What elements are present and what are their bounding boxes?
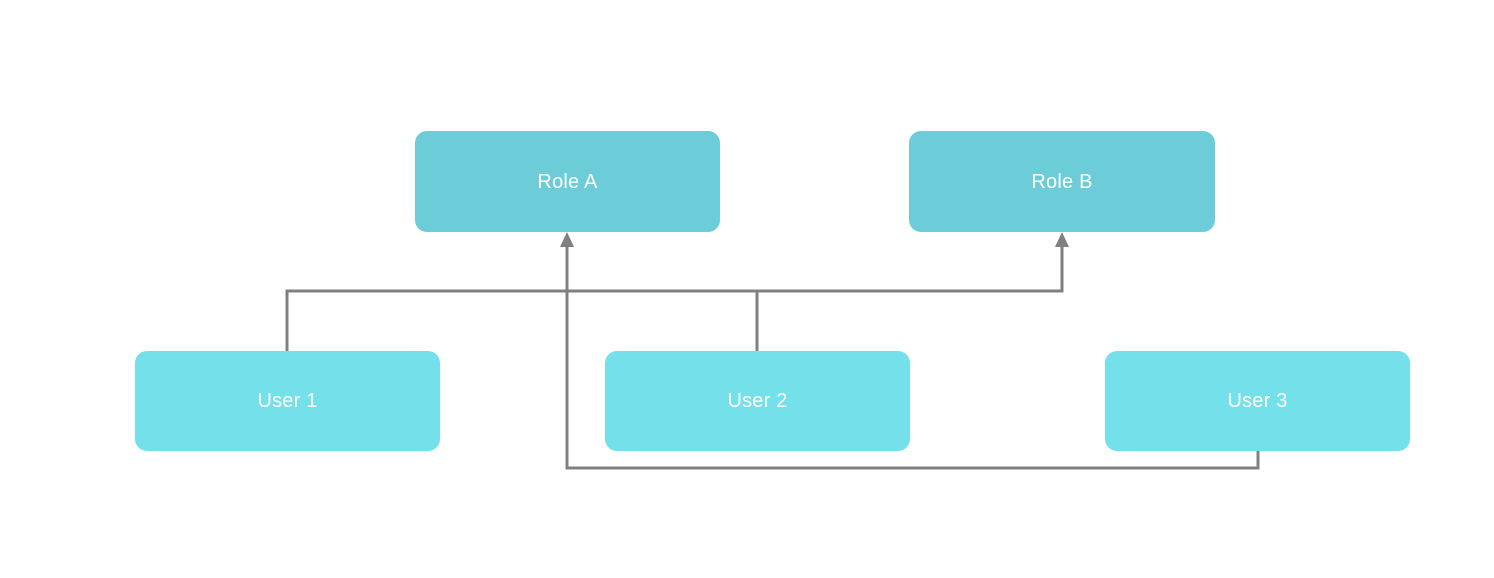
node-label: Role A xyxy=(537,170,598,193)
node-user-3[interactable]: User 3 xyxy=(1105,351,1410,451)
arrowhead-role-a-icon xyxy=(560,232,574,247)
edge-path xyxy=(565,246,1260,470)
edge-user1-roleb xyxy=(285,246,1064,351)
node-role-b[interactable]: Role B xyxy=(909,131,1215,232)
arrowhead-role-b-icon xyxy=(1055,232,1069,247)
node-user-1[interactable]: User 1 xyxy=(135,351,440,451)
node-user-2[interactable]: User 2 xyxy=(605,351,910,451)
node-label: Role B xyxy=(1031,170,1093,193)
node-label: User 3 xyxy=(1227,390,1288,412)
node-label: User 2 xyxy=(727,390,788,412)
edge-path xyxy=(285,246,1064,351)
edge-user3-rolea xyxy=(565,246,1260,470)
node-role-a[interactable]: Role A xyxy=(415,131,720,232)
node-label: User 1 xyxy=(257,390,318,412)
